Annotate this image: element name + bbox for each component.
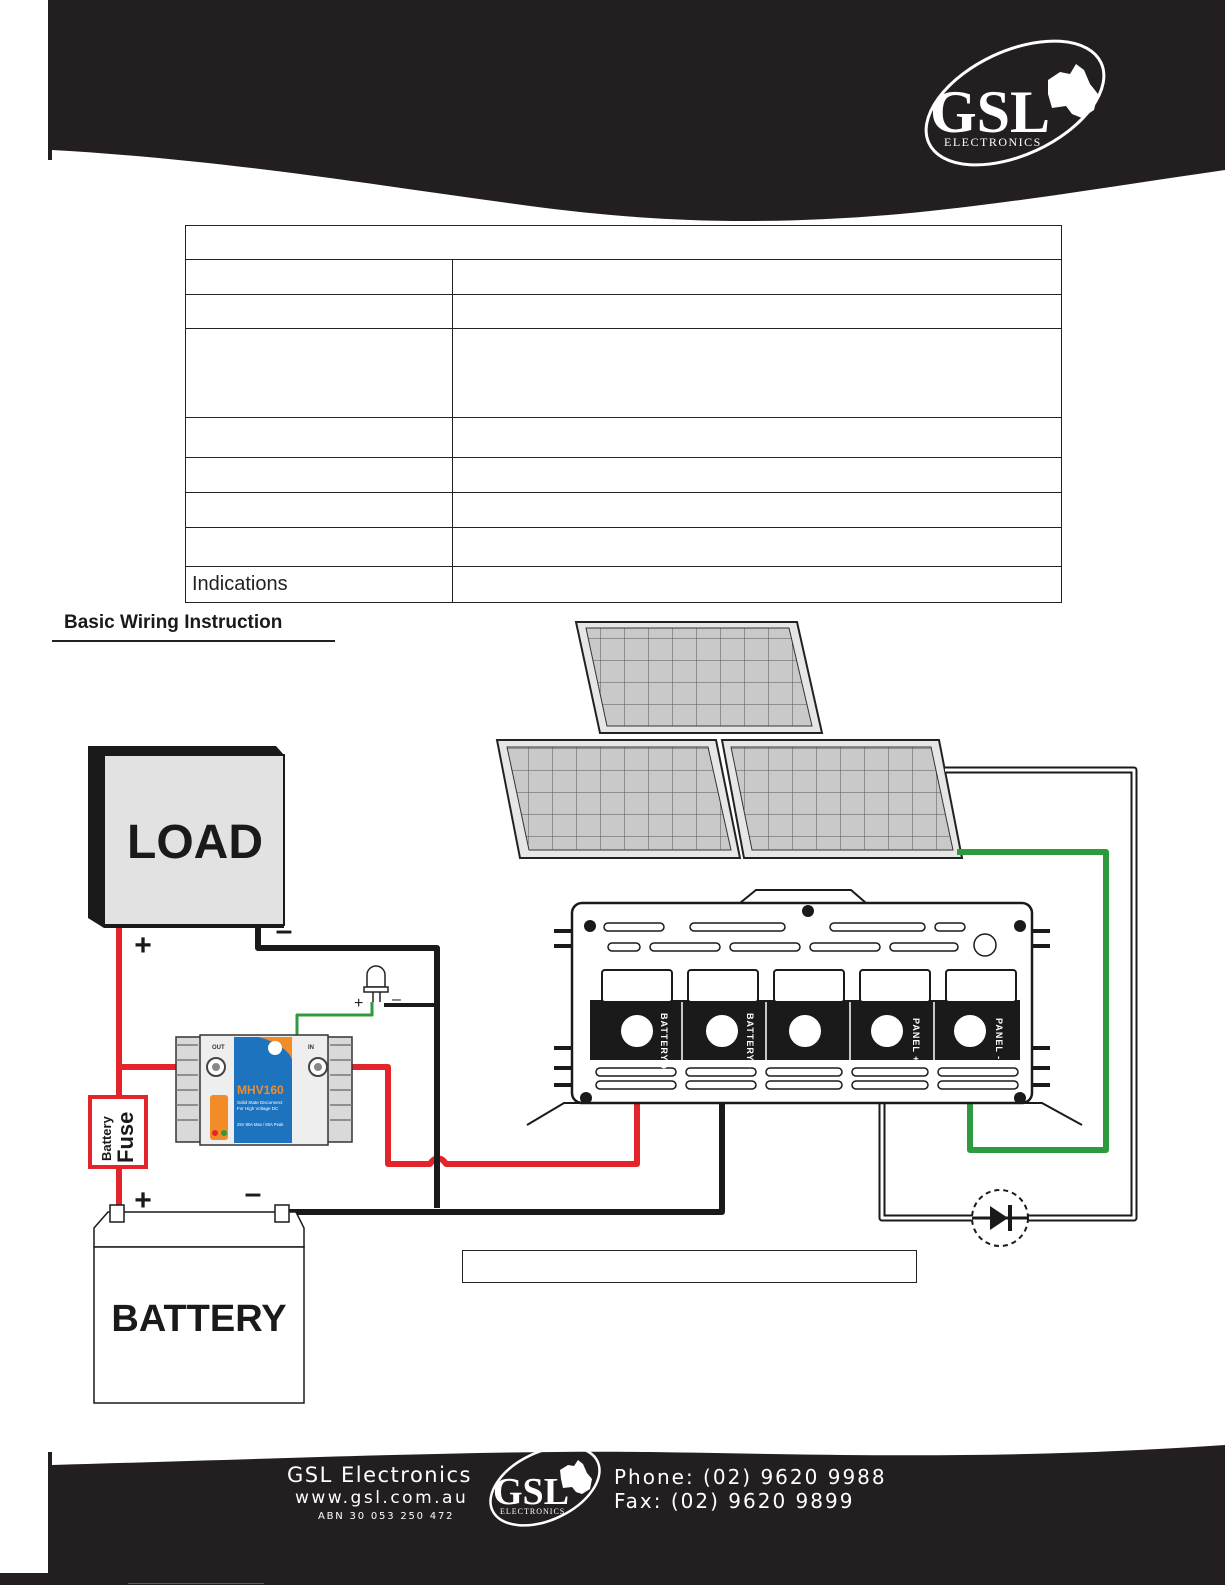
- section-heading: Basic Wiring Instruction: [64, 612, 283, 633]
- svg-text:GSL: GSL: [493, 1471, 569, 1513]
- battery-fuse: Battery Fuse: [88, 1095, 148, 1169]
- svg-text:25V 80A Max / 60A Peak: 25V 80A Max / 60A Peak: [237, 1122, 284, 1127]
- svg-text:Fuse: Fuse: [113, 1112, 138, 1163]
- spec-value: [452, 328, 1062, 418]
- led-indicator: + –: [354, 965, 401, 1012]
- australia-map-icon: [560, 1460, 592, 1494]
- svg-text:OUT: OUT: [212, 1045, 225, 1051]
- footer-fax: Fax: (02) 9620 9899: [614, 1489, 855, 1513]
- spec-label: [185, 417, 453, 458]
- load-minus-sign: –: [276, 914, 293, 947]
- terminal-label: PANEL +: [911, 1018, 921, 1062]
- gsl-logo: GSL ELECTRONICS: [489, 1445, 601, 1527]
- footer-band: GSL ELECTRONICS: [0, 1445, 1225, 1585]
- battery-plus-sign: +: [134, 1184, 152, 1217]
- charge-controller: BATTERY + BATTERY - PANEL + PANEL -: [526, 889, 1083, 1126]
- spec-value: [452, 259, 1062, 295]
- solar-panel: [720, 739, 964, 859]
- footer-url[interactable]: www.gsl.com.au: [295, 1488, 469, 1508]
- footer-company: GSL Electronics: [287, 1463, 472, 1487]
- footer-abn: ABN 30 053 250 472: [318, 1511, 455, 1522]
- spec-label: [185, 492, 453, 528]
- svg-text:ELECTRONICS: ELECTRONICS: [944, 135, 1042, 149]
- svg-text:Solid State Disconnect: Solid State Disconnect: [237, 1100, 283, 1105]
- svg-text:+: +: [354, 995, 363, 1012]
- svg-text:ELECTRONICS: ELECTRONICS: [500, 1507, 565, 1516]
- spec-label: [185, 259, 453, 295]
- spec-value: [452, 294, 1062, 329]
- spec-label: Indications: [185, 566, 453, 603]
- spec-table: Indications: [185, 225, 1062, 603]
- spec-value: [452, 566, 1062, 603]
- terminal-label: PANEL -: [994, 1018, 1004, 1060]
- spec-value: [452, 527, 1062, 567]
- battery-label: BATTERY: [111, 1298, 286, 1340]
- svg-text:IN: IN: [308, 1045, 314, 1051]
- diode-icon: [971, 1189, 1029, 1247]
- mhv160-device: MHV160 Solid State Disconnect For High V…: [175, 1034, 353, 1146]
- solar-panel: [495, 739, 742, 859]
- solar-panel: [574, 621, 824, 734]
- terminal-label: BATTERY +: [659, 1013, 669, 1071]
- footer-phone: Phone: (02) 9620 9988: [614, 1465, 887, 1489]
- svg-text:Battery: Battery: [99, 1115, 114, 1161]
- section-underline: [52, 640, 335, 642]
- load-plus-sign: +: [134, 929, 152, 962]
- australia-map-icon: [1048, 64, 1098, 118]
- svg-text:For High Voltage DC: For High Voltage DC: [237, 1106, 279, 1111]
- svg-text:GSL: GSL: [930, 79, 1050, 145]
- header-band: GSL ELECTRONICS: [0, 0, 1225, 221]
- svg-text:–: –: [392, 991, 401, 1008]
- spec-label: [185, 328, 453, 418]
- gsl-logo: GSL ELECTRONICS: [924, 39, 1106, 167]
- device-model: MHV160: [237, 1083, 284, 1097]
- page-link-underline[interactable]: [128, 1583, 264, 1584]
- diagram-note-box: [462, 1250, 917, 1283]
- spec-value: [452, 492, 1062, 528]
- terminal-label: BATTERY -: [745, 1013, 755, 1069]
- load-box: LOAD: [88, 746, 285, 928]
- battery: BATTERY: [93, 1204, 305, 1404]
- battery-minus-sign: –: [245, 1177, 262, 1210]
- load-label: LOAD: [127, 816, 263, 869]
